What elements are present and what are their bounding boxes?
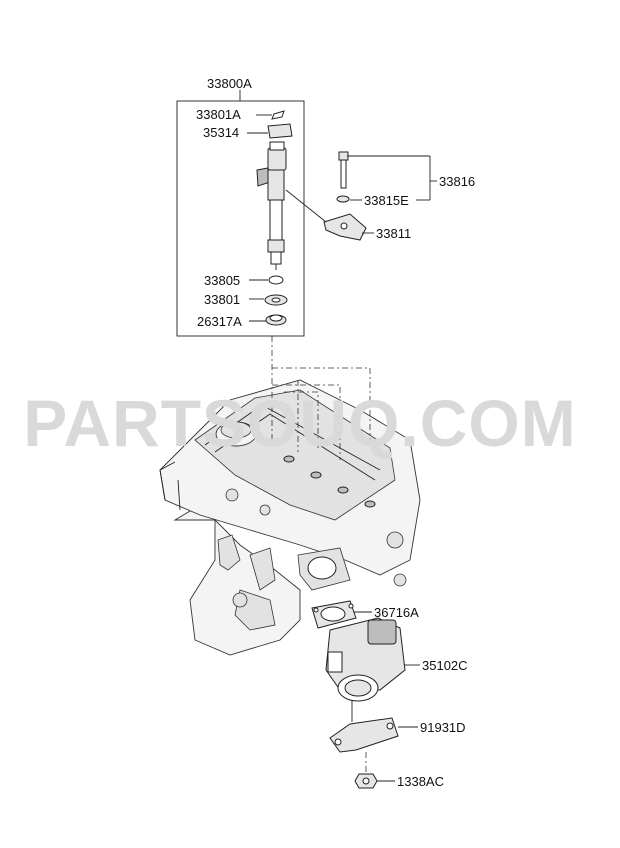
injector-illustration (256, 110, 293, 326)
label-33801A[interactable]: 33801A (196, 107, 241, 122)
throttle-body-illustration (325, 617, 406, 702)
clamp-illustration (285, 151, 367, 241)
watermark-text: PARTSOUQ.COM (23, 386, 576, 460)
label-35314[interactable]: 35314 (203, 125, 239, 140)
label-33801[interactable]: 33801 (204, 292, 240, 307)
label-33815E[interactable]: 33815E (364, 193, 409, 208)
injector-assembly-frame (176, 90, 305, 337)
alignment-dashes (271, 336, 371, 460)
label-33811[interactable]: 33811 (376, 226, 411, 241)
label-1338AC[interactable]: 1338AC (397, 774, 444, 789)
engine-block-illustration (159, 379, 421, 656)
label-26317A[interactable]: 26317A (197, 314, 242, 329)
bracket-illustration (329, 700, 399, 753)
gasket-illustration (311, 600, 357, 629)
label-33816[interactable]: 33816 (439, 174, 475, 189)
label-35102C[interactable]: 35102C (422, 658, 468, 673)
label-33805[interactable]: 33805 (204, 273, 240, 288)
label-33800A[interactable]: 33800A (207, 76, 252, 91)
label-36716A[interactable]: 36716A (374, 605, 419, 620)
nut-illustration (354, 752, 378, 789)
leader-lines (247, 114, 437, 782)
label-91931D[interactable]: 91931D (420, 720, 466, 735)
